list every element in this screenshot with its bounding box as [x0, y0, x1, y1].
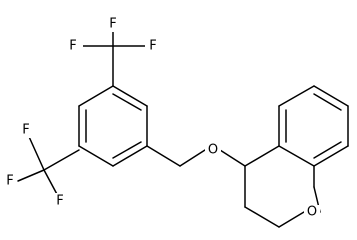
- ring-double-bond-1: [112, 93, 142, 111]
- fluorine-label: F: [56, 194, 63, 209]
- ring-double-bond-2: [112, 141, 142, 159]
- top-trifluoromethyl: [78, 23, 146, 87]
- bond-ring-to-left-cf3: [43, 149, 80, 171]
- chroman-saturated-ring: [244, 145, 321, 228]
- benzo-bond-4: [278, 85, 315, 107]
- ring-bond-1: [112, 85, 148, 107]
- left-trifluoromethyl: [17, 129, 80, 199]
- structure-drawing: F F F F F F O O: [2, 16, 349, 228]
- label-bg: [304, 205, 320, 221]
- molecule-diagram: F F F F F F O O: [2, 16, 349, 228]
- label-bg: [145, 38, 159, 54]
- fluorine-label: F: [22, 123, 29, 138]
- ether-oxygen-label: O: [208, 143, 218, 158]
- benzo-bond-1: [278, 145, 315, 167]
- fluorine-label: F: [109, 17, 116, 32]
- sat-ring-bond-3: [244, 206, 280, 228]
- label-bg: [69, 38, 83, 54]
- benzo-bond-7: [313, 145, 349, 167]
- sat-ring-bond-1: [244, 145, 280, 167]
- benzo-double-bond-2: [313, 93, 342, 111]
- fluorine-label: F: [69, 39, 76, 54]
- benzene-ring: [78, 85, 148, 167]
- bond-ch2-to-o: [179, 149, 206, 167]
- ring-bond-6: [78, 85, 114, 107]
- ring-bond-3: [112, 145, 148, 167]
- sat-ring-bond-4: [278, 211, 305, 228]
- fluorine-label: F: [6, 174, 13, 189]
- label-bg: [53, 193, 67, 209]
- label-bg: [2, 173, 16, 189]
- label-bg: [106, 16, 120, 32]
- benzo-bond-5: [313, 85, 349, 107]
- label-bg: [19, 122, 33, 138]
- fluorine-label: F: [149, 39, 156, 54]
- bond-ring-to-ch2: [146, 145, 181, 167]
- bond-cf-left: [17, 169, 45, 182]
- bond-o-to-c4: [219, 149, 246, 167]
- atom-labels: F F F F F F O O: [2, 16, 320, 221]
- benzo-double-bond-3: [313, 141, 342, 159]
- ether-linker: [146, 145, 246, 167]
- label-bg: [205, 142, 221, 158]
- ring-oxygen-label: O: [307, 205, 317, 220]
- chroman-benzene-ring: [278, 85, 349, 188]
- ring-bond-4: [78, 145, 114, 167]
